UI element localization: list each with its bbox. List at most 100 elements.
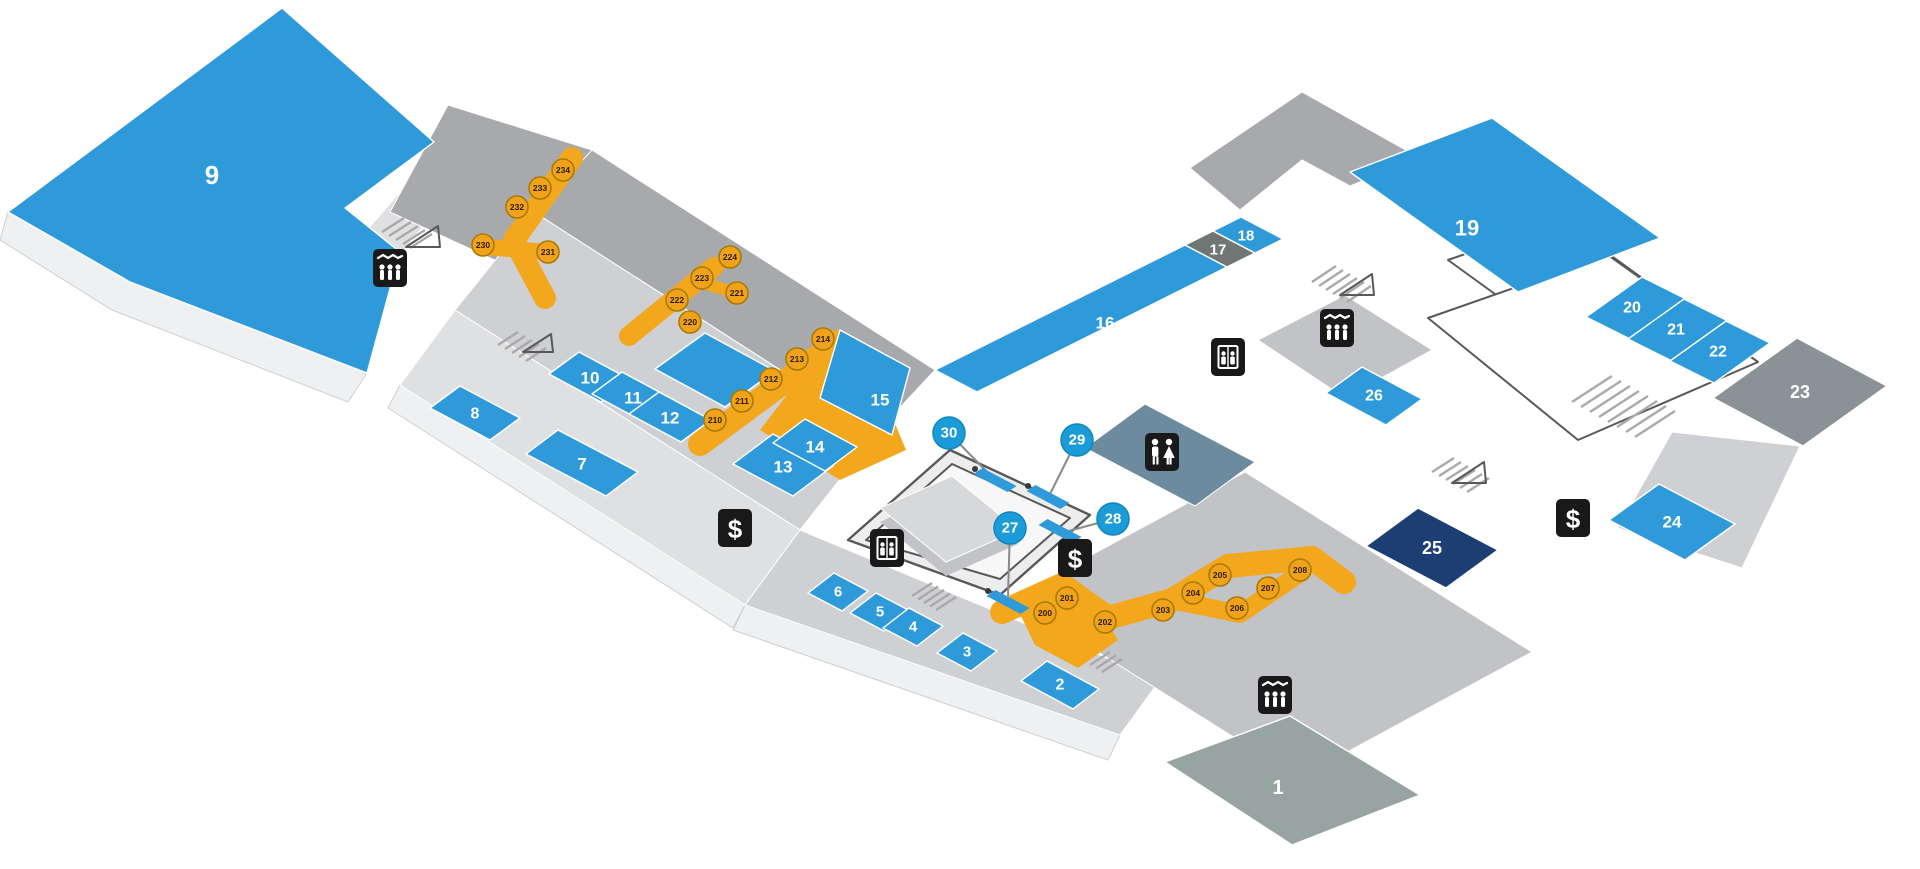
room-3[interactable] xyxy=(936,632,998,672)
gate-circle-221[interactable] xyxy=(725,281,749,305)
gate-circle-207[interactable] xyxy=(1256,576,1280,600)
escalator-icon[interactable] xyxy=(373,249,407,287)
gate-circle-224[interactable] xyxy=(718,245,742,269)
gate-marker-224[interactable]: 224 xyxy=(718,245,742,269)
room-label-15: 15 xyxy=(871,391,890,410)
gate-marker-223[interactable]: 223 xyxy=(690,266,714,290)
room-22[interactable] xyxy=(1669,320,1771,384)
room-12[interactable] xyxy=(628,391,712,443)
room-label-9: 9 xyxy=(205,160,219,190)
gate-marker-221[interactable]: 221 xyxy=(725,281,749,305)
gate-circle-230[interactable] xyxy=(471,233,495,257)
room-label-26: 26 xyxy=(1365,388,1383,405)
gate-circle-208[interactable] xyxy=(1288,558,1312,582)
gate-number-221: 221 xyxy=(730,288,744,298)
gate-circle-200[interactable] xyxy=(1033,601,1057,625)
gate-marker-214[interactable]: 214 xyxy=(811,327,835,351)
atm-icon[interactable]: $ xyxy=(718,509,752,547)
gate-circle-213[interactable] xyxy=(785,347,809,371)
room-25[interactable] xyxy=(1365,507,1499,589)
gate-circle-220[interactable] xyxy=(678,310,702,334)
atm-icon[interactable]: $ xyxy=(1058,539,1092,577)
room-2[interactable] xyxy=(1020,660,1100,710)
room-15[interactable] xyxy=(819,329,911,436)
atm-icon[interactable]: $ xyxy=(1556,499,1590,537)
room-16[interactable] xyxy=(934,244,1228,393)
gate-circle-202[interactable] xyxy=(1093,610,1117,634)
gate-marker-233[interactable]: 233 xyxy=(528,176,552,200)
room-9[interactable] xyxy=(7,7,435,374)
room-14[interactable] xyxy=(772,418,858,472)
room-label-10: 10 xyxy=(581,369,600,388)
gate-circle-203[interactable] xyxy=(1151,598,1175,622)
room-18[interactable] xyxy=(1212,216,1284,254)
gate-circle-205[interactable] xyxy=(1208,563,1232,587)
gate-marker-202[interactable]: 202 xyxy=(1093,610,1117,634)
gate-circle-231[interactable] xyxy=(536,240,560,264)
gate-circle-223[interactable] xyxy=(690,266,714,290)
gate-circle-206[interactable] xyxy=(1225,596,1249,620)
info-circle-28[interactable] xyxy=(1096,502,1130,536)
gate-marker-205[interactable]: 205 xyxy=(1208,563,1232,587)
room-label-13: 13 xyxy=(774,458,793,477)
gate-circle-214[interactable] xyxy=(811,327,835,351)
room-8[interactable] xyxy=(429,385,521,441)
gate-marker-220[interactable]: 220 xyxy=(678,310,702,334)
gate-circle-232[interactable] xyxy=(505,195,529,219)
info-marker-30[interactable]: 30 xyxy=(932,416,966,450)
gate-circle-201[interactable] xyxy=(1055,586,1079,610)
room-unlabeled[interactable] xyxy=(654,332,776,408)
room-26[interactable] xyxy=(1325,366,1423,426)
gate-marker-212[interactable]: 212 xyxy=(759,367,783,391)
info-circle-29[interactable] xyxy=(1060,423,1094,457)
gate-marker-207[interactable]: 207 xyxy=(1256,576,1280,600)
gate-circle-211[interactable] xyxy=(730,389,754,413)
gate-circle-234[interactable] xyxy=(551,158,575,182)
gate-marker-210[interactable]: 210 xyxy=(703,408,727,432)
room-label-24: 24 xyxy=(1663,513,1682,532)
gate-marker-232[interactable]: 232 xyxy=(505,195,529,219)
room-1[interactable] xyxy=(1164,715,1421,846)
gate-marker-200[interactable]: 200 xyxy=(1033,601,1057,625)
restroom-icon[interactable] xyxy=(1145,433,1179,471)
gate-marker-230[interactable]: 230 xyxy=(471,233,495,257)
room-7[interactable] xyxy=(525,429,639,497)
room-23[interactable] xyxy=(1712,337,1888,447)
gate-marker-222[interactable]: 222 xyxy=(665,288,689,312)
gate-circle-233[interactable] xyxy=(528,176,552,200)
gate-circle-204[interactable] xyxy=(1181,581,1205,605)
elevator-icon[interactable] xyxy=(870,529,904,567)
room-6[interactable] xyxy=(807,572,869,612)
gate-marker-213[interactable]: 213 xyxy=(785,347,809,371)
info-marker-27[interactable]: 27 xyxy=(993,511,1027,545)
atm-dollar-glyph: $ xyxy=(1068,544,1083,574)
room-label-19: 19 xyxy=(1455,216,1479,241)
gate-marker-211[interactable]: 211 xyxy=(730,389,754,413)
gate-marker-231[interactable]: 231 xyxy=(536,240,560,264)
info-number-27: 27 xyxy=(1002,520,1019,537)
gate-marker-201[interactable]: 201 xyxy=(1055,586,1079,610)
room-label-25: 25 xyxy=(1422,538,1442,558)
info-circle-30[interactable] xyxy=(932,416,966,450)
room-24[interactable] xyxy=(1608,483,1736,561)
escalator-icon[interactable] xyxy=(1258,676,1292,714)
gate-circle-212[interactable] xyxy=(759,367,783,391)
gate-number-231: 231 xyxy=(541,247,555,257)
escalator-icon[interactable] xyxy=(1320,309,1354,347)
gate-marker-234[interactable]: 234 xyxy=(551,158,575,182)
room-4[interactable] xyxy=(882,607,944,647)
room-label-20: 20 xyxy=(1623,300,1641,317)
elevator-icon[interactable] xyxy=(1211,338,1245,376)
gate-circle-222[interactable] xyxy=(665,288,689,312)
gate-circle-210[interactable] xyxy=(703,408,727,432)
info-marker-28[interactable]: 28 xyxy=(1096,502,1130,536)
gate-marker-203[interactable]: 203 xyxy=(1151,598,1175,622)
room-label-12: 12 xyxy=(661,409,680,428)
gate-number-230: 230 xyxy=(476,240,490,250)
gate-marker-204[interactable]: 204 xyxy=(1181,581,1205,605)
gate-marker-208[interactable]: 208 xyxy=(1288,558,1312,582)
info-marker-29[interactable]: 29 xyxy=(1060,423,1094,457)
room-19[interactable] xyxy=(1349,117,1661,293)
info-circle-27[interactable] xyxy=(993,511,1027,545)
gate-marker-206[interactable]: 206 xyxy=(1225,596,1249,620)
